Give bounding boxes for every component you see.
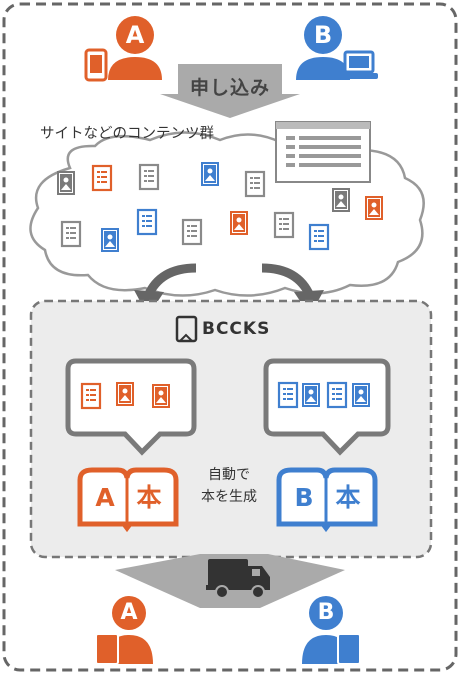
image-icon [101, 228, 119, 252]
user-a-top-body [108, 57, 162, 80]
user-a-top-head [116, 16, 154, 54]
user-b-bottom-letter: B [317, 600, 335, 625]
apply-label: 申し込み [189, 77, 270, 99]
apply-arrow [160, 64, 300, 118]
image-icon [230, 211, 248, 235]
user-b-top [296, 16, 378, 80]
user-b-top-head [304, 16, 342, 54]
image-icon [365, 196, 383, 220]
smartphone-icon [84, 48, 108, 82]
document-icon [326, 381, 348, 409]
user-a-bottom-letter: A [120, 600, 138, 625]
book-a-letter: A [95, 483, 115, 512]
book-b-label: 本 [335, 483, 361, 512]
document-icon [80, 382, 102, 410]
image-icon [352, 383, 370, 407]
user-b-bottom-head [309, 596, 343, 630]
image-icon [201, 162, 219, 186]
image-icon [332, 188, 350, 212]
image-icon [116, 382, 134, 406]
held-book-icon [95, 633, 119, 665]
auto-generate-line2: 本を生成 [201, 489, 257, 505]
image-icon [57, 171, 75, 195]
user-b-bottom [302, 596, 361, 665]
image-icon [302, 383, 320, 407]
book-a-label: 本 [136, 483, 162, 512]
user-a-bottom-head [112, 596, 146, 630]
held-book-icon [337, 633, 361, 665]
book-a-icon [77, 467, 179, 533]
selection-bubble-a [65, 358, 197, 456]
document-icon [181, 218, 203, 246]
selection-bubble-b [263, 358, 391, 456]
content-group-label: サイトなどのコンテンツ群 [40, 126, 214, 142]
brand-name: BCCKS [202, 319, 271, 339]
document-icon [277, 381, 299, 409]
document-icon [308, 223, 330, 251]
truck-icon [206, 559, 270, 599]
laptop-icon [340, 50, 378, 79]
user-b-top-letter: B [313, 21, 333, 49]
image-icon [152, 384, 170, 408]
document-icon [136, 208, 158, 236]
bccks-logo-icon [175, 315, 198, 343]
auto-generate-label: 自動で 本を生成 [186, 464, 272, 508]
book-b-letter: B [294, 483, 314, 512]
user-a-top [84, 16, 162, 82]
document-icon [138, 163, 160, 191]
user-b-top-body [296, 57, 350, 80]
book-b-icon [276, 467, 378, 533]
user-a-top-letter: A [125, 21, 145, 49]
document-icon [91, 164, 113, 192]
auto-generate-line1: 自動で [208, 467, 250, 483]
document-icon [244, 170, 266, 198]
user-a-bottom [95, 596, 153, 665]
document-icon [273, 211, 295, 239]
document-icon [60, 220, 82, 248]
webpage-window-icon [275, 121, 371, 183]
